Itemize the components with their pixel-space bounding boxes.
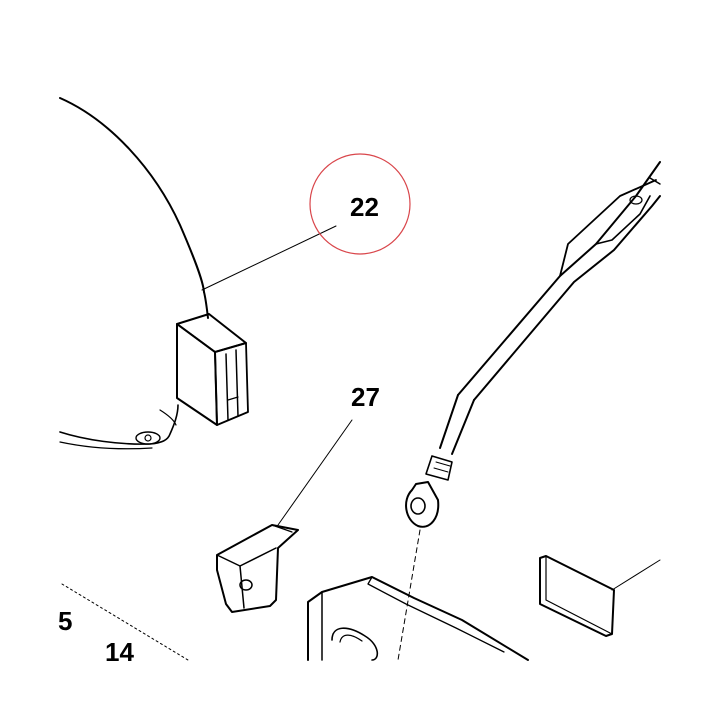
callout-14: 14: [105, 637, 134, 667]
housing-part: [59, 97, 209, 450]
callout-22: 22: [350, 192, 379, 222]
leader-line-pad: [611, 559, 661, 591]
highlight-circle: [309, 153, 411, 255]
callout-5: 5: [58, 606, 72, 636]
lower-block-part: [307, 576, 529, 661]
angle-bracket-part: [216, 524, 299, 613]
rubber-pad-part: [539, 555, 615, 637]
leader-line-22: [201, 225, 337, 291]
u-bracket: [176, 313, 249, 426]
dotted-guide-line: [61, 583, 189, 661]
link-rod-part: [405, 161, 661, 528]
callout-27: 27: [351, 382, 380, 412]
leader-line-27: [277, 419, 353, 526]
